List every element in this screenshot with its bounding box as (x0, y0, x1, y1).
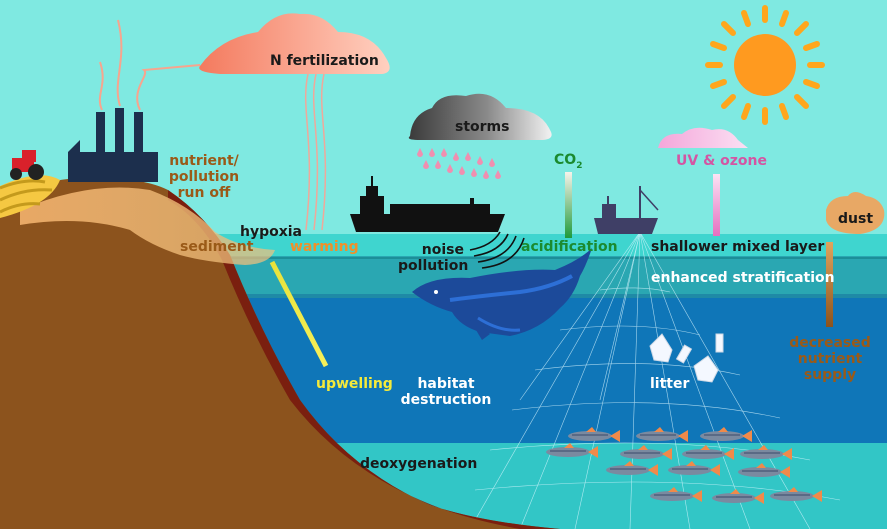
fish-school-icon (546, 427, 822, 504)
dust-cloud (826, 192, 885, 234)
decreased-line-1: decreased (789, 335, 871, 351)
nutrient-line-2: pollution (168, 169, 240, 185)
co2-label: CO2 (554, 152, 582, 174)
shallower-mixed-layer-label: shallower mixed layer (651, 239, 825, 255)
sediment-plume (20, 187, 275, 265)
deoxygenation-label: deoxygenation (360, 456, 478, 472)
fish (668, 461, 720, 476)
fish (712, 489, 764, 504)
n-fertilization-label: N fertilization (270, 53, 379, 69)
uv-ozone-label: UV & ozone (676, 153, 768, 169)
rain-drops (417, 148, 501, 179)
decreased-line-2: nutrient (797, 351, 863, 367)
whale-icon (412, 248, 592, 340)
bottle-icon (675, 333, 724, 364)
uv-ozone-bar (713, 174, 720, 236)
fish (770, 487, 822, 502)
litter-bag-icon (649, 333, 719, 383)
fish (740, 445, 792, 460)
fish (700, 427, 752, 442)
decreased-nutrient-supply-label: decreased nutrient supply (784, 335, 876, 383)
nutrient-runoff-label: nutrient/ pollution run off (164, 153, 244, 201)
upwelling-arrow (269, 260, 329, 368)
fish (636, 427, 688, 442)
tractor-icon (10, 150, 44, 180)
habitat-line-1: habitat (417, 376, 475, 392)
hypoxia-label: hypoxia (240, 224, 303, 240)
sound-waves (469, 231, 525, 269)
decreased-line-3: supply (803, 367, 857, 383)
fish (620, 445, 672, 460)
storms-label: storms (455, 119, 510, 135)
pollution-cloud (199, 13, 390, 75)
storm-cloud (408, 93, 552, 140)
enhanced-stratification-label: enhanced stratification (651, 270, 835, 286)
tanker-ship-icon (350, 176, 505, 232)
fish (738, 463, 790, 478)
litter-label: litter (650, 376, 690, 392)
dust-supply-bar (826, 242, 833, 327)
warming-label: warming (290, 239, 359, 255)
sun-icon (705, 5, 825, 125)
fish (606, 461, 658, 476)
noise-line-2: pollution (398, 258, 469, 274)
acidification-label: acidification (521, 239, 618, 255)
dust-label: dust (838, 211, 874, 227)
factory-icon (68, 19, 201, 182)
co2-subscript: 2 (576, 160, 583, 171)
upwelling-label: upwelling (316, 376, 393, 392)
habitat-destruction-label: habitat destruction (400, 376, 492, 408)
coastline-land (0, 177, 560, 529)
noise-line-1: noise (421, 242, 464, 258)
habitat-line-2: destruction (400, 392, 492, 408)
fish (650, 487, 702, 502)
nutrient-line-1: nutrient/ (169, 153, 239, 169)
fish (546, 443, 598, 458)
noise-pollution-label: noise pollution (398, 242, 469, 274)
co2-main-text: CO (554, 152, 577, 168)
fishing-boat-icon (594, 186, 659, 234)
fish (568, 427, 620, 442)
uv-ozone-cloud (658, 127, 748, 148)
fish (682, 445, 734, 460)
nutrient-line-3: run off (177, 185, 231, 201)
co2-bar (565, 172, 572, 238)
sediment-label: sediment (180, 239, 254, 255)
